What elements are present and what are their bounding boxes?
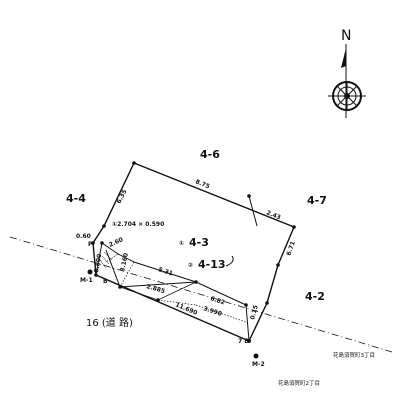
lot-label-4-4: 4-4 — [66, 192, 86, 205]
dim-east: 6.71 — [285, 240, 297, 256]
dim-west-3: 0.800 — [93, 253, 103, 273]
dotted-subdivision-lines — [119, 261, 247, 323]
north-label: N — [341, 28, 351, 44]
subject-mark-2: ② — [188, 262, 193, 269]
point-label-p: P — [88, 241, 93, 248]
road-label: 16 (道 路) — [86, 316, 133, 329]
lot-label-4-7: 4-7 — [307, 194, 327, 207]
street-name-3chome: 花島須賀町3丁目 — [333, 351, 375, 359]
lot-label-4-3: 4-3 — [189, 236, 209, 249]
benchmark-m2: M-2 — [252, 361, 265, 368]
north-arrow-icon — [328, 44, 366, 118]
benchmark-m1: M-1 — [80, 277, 93, 284]
hatched-area — [99, 251, 113, 269]
subject-mark-1: ① — [179, 240, 184, 247]
road-centerline — [9, 236, 393, 353]
lot-label-4-2: 4-2 — [305, 290, 325, 303]
point-label-b: B — [103, 278, 108, 285]
leader-arrow — [225, 255, 234, 267]
lot-label-4-13: 4-13 — [198, 258, 226, 271]
dim-diag-1: 5.31 — [157, 266, 173, 277]
dim-diag-2: 2.885 — [145, 283, 165, 295]
dim-west-1: 2.60 — [108, 236, 124, 249]
dim-sub-1: 6.82 — [209, 295, 225, 306]
point-label-7b: 7 B — [238, 338, 249, 345]
dim-east-2: 0.15 — [249, 304, 260, 320]
point-markers — [87, 161, 296, 359]
dim-sw: 0.60 — [76, 233, 91, 240]
dim-west-2: 3.160 — [119, 252, 130, 272]
dim-north-2: 2.43 — [265, 209, 281, 221]
lot-label-4-6: 4-6 — [200, 148, 220, 161]
street-name-2chome: 花島須賀町2丁目 — [278, 379, 320, 387]
dim-west: 6.35 — [116, 189, 129, 205]
dim-sub-2: 3.990 — [202, 305, 222, 318]
dim-rect: ①2.704 × 0.590 — [112, 221, 164, 228]
